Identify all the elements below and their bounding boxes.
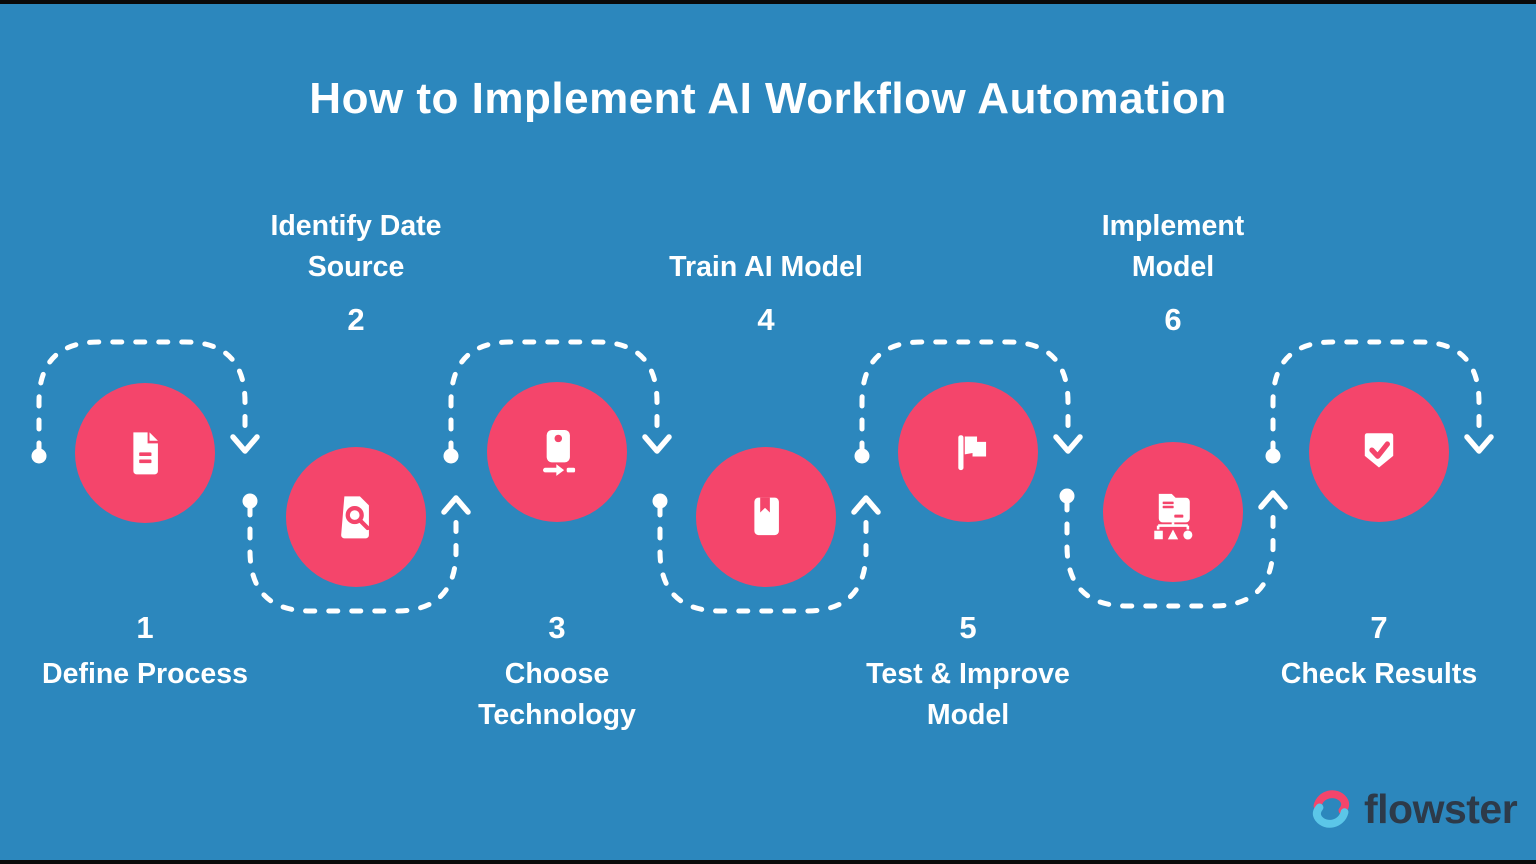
step-label-line: Implement [1101, 210, 1245, 242]
top-edge-strip [0, 0, 1536, 4]
step-label-line: Identify Date [270, 210, 442, 242]
arc-under-step6 [1064, 498, 1276, 609]
step-number: 3 [548, 610, 566, 645]
step-label-line: Source [307, 251, 405, 283]
device-transfer-icon [543, 430, 576, 476]
step-label-line: Define Process [42, 658, 248, 690]
step-circle-5 [898, 382, 1038, 522]
step-label-4: Train AI Model 4 [596, 192, 936, 342]
arc-over-step5 [859, 339, 1071, 455]
step-circle-4 [696, 447, 836, 587]
arrow-down-icon [1464, 434, 1494, 454]
step-circle-3 [487, 382, 627, 522]
arc-under-step2 [247, 503, 459, 614]
arc-start-dot [1059, 488, 1075, 504]
shield-check-icon [1364, 433, 1394, 468]
step-number: 7 [1370, 610, 1388, 645]
document-search-icon [341, 496, 370, 539]
step-label-line: Train AI Model [669, 251, 863, 283]
step-number: 5 [959, 610, 977, 645]
step-number: 2 [347, 302, 365, 337]
arrow-down-icon [1053, 434, 1083, 454]
step-circle-6 [1103, 442, 1243, 582]
step-number: 4 [757, 302, 775, 337]
bottom-edge-strip [0, 860, 1536, 864]
step-label-line: Technology [478, 699, 636, 731]
arrow-down-icon [230, 434, 260, 454]
folder-sitemap-icon [1154, 493, 1193, 540]
arc-over-step3 [448, 339, 660, 455]
step-number: 6 [1164, 302, 1182, 337]
arc-start-dot [1265, 448, 1281, 464]
arrow-up-icon [851, 495, 881, 515]
step-label-line: Check Results [1280, 658, 1478, 690]
step-label-1: 1 Define Process [0, 606, 335, 695]
arc-start-dot [443, 448, 459, 464]
step-label-3: 3 Choose Technology [367, 606, 747, 736]
arc-start-dot [652, 493, 668, 509]
step-circle-2 [286, 447, 426, 587]
step-label-line: Test & Improve [866, 658, 1070, 690]
book-bookmark-icon [754, 497, 779, 536]
brand-name: flowster [1364, 785, 1518, 832]
arc-start-dot [854, 448, 870, 464]
document-icon [133, 432, 158, 475]
step-label-7: 7 Check Results [1189, 606, 1536, 695]
page-title: How to Implement AI Workflow Automation [309, 74, 1227, 123]
step-label-5: 5 Test & Improve Model [778, 606, 1158, 736]
arc-over-step7 [1270, 339, 1482, 455]
arc-start-dot [31, 448, 47, 464]
step-label-line: Model [926, 699, 1010, 731]
arrow-down-icon [642, 434, 672, 454]
arrow-up-icon [441, 495, 471, 515]
step-circle-1 [75, 383, 215, 523]
step-number: 1 [136, 610, 154, 645]
flowster-logo: flowster [1306, 784, 1518, 834]
flowster-logo-icon [1312, 790, 1350, 828]
step-label-line: Model [1131, 251, 1215, 283]
arc-start-dot [242, 493, 258, 509]
step-label-6: Implement Model 6 [1003, 192, 1343, 342]
arrow-up-icon [1258, 490, 1288, 510]
step-circle-7 [1309, 382, 1449, 522]
step-label-line: Choose [504, 658, 610, 690]
arc-under-step4 [657, 503, 869, 614]
flag-icon [958, 435, 987, 471]
arc-over-step1 [36, 339, 248, 455]
step-label-2: Identify Date Source 2 [186, 192, 526, 342]
